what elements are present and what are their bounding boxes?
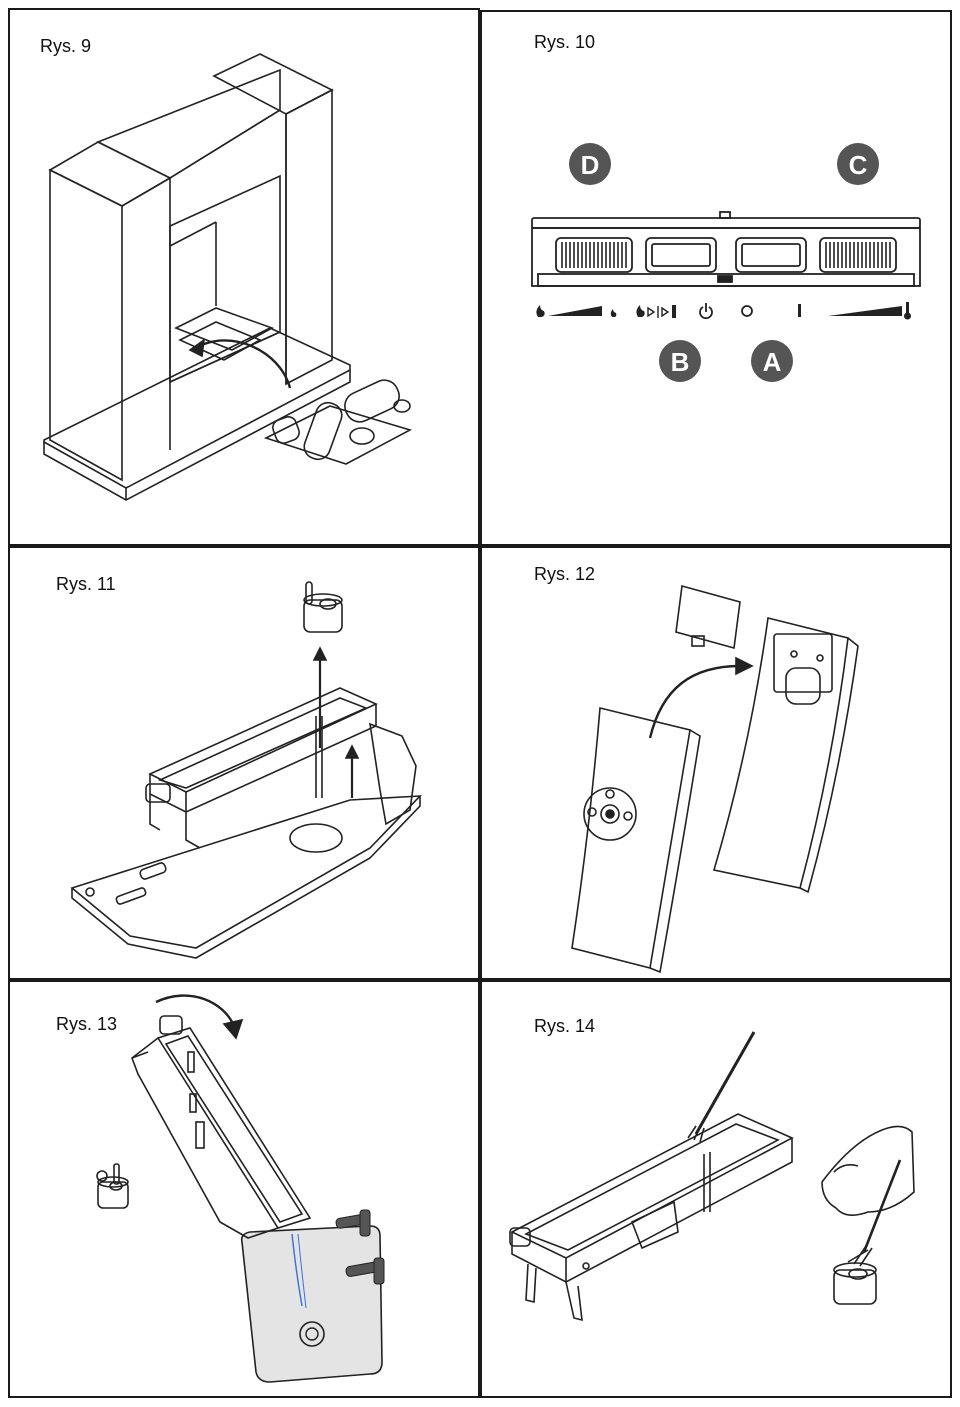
svg-text:A: A xyxy=(763,347,782,377)
flame-high-icon xyxy=(536,305,545,317)
flame-low-icon xyxy=(610,309,617,317)
figure-panel-rys11: Rys. 11 xyxy=(8,546,480,980)
figure-caption: Rys. 11 xyxy=(56,574,116,594)
tank-draining-illustration xyxy=(96,994,385,1383)
figure-panel-rys12: Rys. 12 xyxy=(480,546,952,980)
badge-c: C xyxy=(837,143,879,185)
svg-text:C: C xyxy=(849,150,868,180)
flame-cycle-icon xyxy=(636,305,676,318)
remote-battery-illustration xyxy=(571,584,859,974)
fireplace-surround-illustration xyxy=(43,53,413,501)
tank-cleaning-illustration xyxy=(509,1031,915,1322)
heat-intensity-wedge-icon xyxy=(828,306,902,316)
control-panel-illustration: D C xyxy=(531,143,921,382)
svg-text:B: B xyxy=(671,347,690,377)
badge-b: B xyxy=(659,340,701,382)
figure-caption: Rys. 10 xyxy=(534,32,596,52)
off-icon xyxy=(741,305,753,317)
power-icon xyxy=(699,303,713,320)
figure-panel-rys9: Rys. 9 xyxy=(8,8,480,546)
water-tank-removal-illustration xyxy=(70,581,422,959)
on-icon xyxy=(798,304,801,317)
badge-a: A xyxy=(751,340,793,382)
figure-panel-rys10: Rys. 10 D C xyxy=(480,10,952,546)
figure-panel-rys13: Rys. 13 xyxy=(8,980,480,1398)
figure-caption: Rys. 9 xyxy=(40,36,92,56)
figure-caption: Rys. 12 xyxy=(534,564,596,584)
figure-caption: Rys. 13 xyxy=(56,1014,118,1034)
thermometer-icon xyxy=(904,302,911,320)
figure-panel-rys14: Rys. 14 xyxy=(480,980,952,1398)
flame-intensity-wedge-icon xyxy=(548,306,602,316)
figure-caption: Rys. 14 xyxy=(534,1016,596,1036)
badge-d: D xyxy=(569,143,611,185)
svg-text:D: D xyxy=(581,150,600,180)
